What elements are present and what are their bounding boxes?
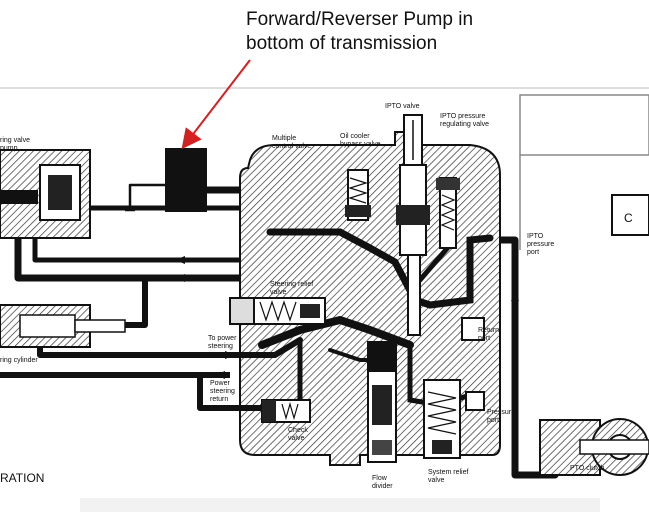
label-pressure-port-1: Pressure [487, 409, 515, 416]
label-oil-cooler-1: Oil cooler [340, 133, 370, 140]
callout-arrow [181, 59, 251, 150]
flow-divider-valve [367, 341, 397, 463]
label-check-valve-1: Check [288, 427, 308, 434]
label-steering-valve-1: ring valve [0, 137, 30, 144]
label-ipto-port-1: IPTO [527, 233, 544, 240]
label-ps-return-3: return [210, 396, 228, 403]
label-pressure-port-2: port [487, 417, 499, 424]
pressure-port-fitting [465, 391, 485, 411]
label-return-port-1: Return [478, 327, 499, 334]
label-ipto-valve: IPTO valve [385, 103, 420, 110]
label-flow-divider-1: Flow [372, 475, 388, 482]
label-ps-return-1: Power [210, 380, 231, 387]
label-ipto-port-3: port [527, 249, 539, 256]
pto-clutch [539, 418, 649, 476]
return-port-fitting [461, 317, 485, 341]
label-multiple-control-1: Multiple [272, 135, 296, 142]
label-steering-relief-2: valve [270, 289, 286, 296]
callout-line-2: bottom of transmission [246, 33, 438, 54]
right-frame-box [519, 94, 649, 156]
label-section-title: RATION [0, 471, 44, 485]
callout-line-1: Forward/Reverser Pump in [246, 9, 474, 30]
label-check-valve-2: valve [288, 435, 304, 442]
system-relief-valve [423, 379, 461, 459]
steering-valve-pump [0, 149, 91, 239]
label-system-relief-1: System relief [428, 469, 469, 476]
label-ipto-port-2: pressure [527, 241, 554, 248]
label-to-power-steering-1: To power [208, 335, 237, 342]
label-to-power-steering-2: steering [208, 343, 233, 350]
pump-callout: Forward/Reverser Pump in bottom of trans… [246, 8, 473, 56]
label-ipto-regulating-2: regulating valve [440, 121, 489, 128]
steering-relief-valve [229, 297, 326, 325]
ipto-valve-spool [396, 114, 430, 336]
label-steering-cylinder: ring cylinder [0, 357, 38, 364]
label-flow-divider-2: divider [372, 483, 393, 490]
label-ps-return-2: steering [210, 388, 235, 395]
scan-artifact [80, 498, 600, 512]
check-valve [261, 399, 311, 423]
ipto-pressure-regulating-valve [436, 177, 460, 249]
label-system-relief-2: valve [428, 477, 444, 484]
label-ipto-regulating-1: IPTO pressure [440, 113, 485, 120]
label-pto-clutch: PTO clutch [570, 465, 605, 472]
label-oil-cooler-2: bypass valve [340, 141, 381, 148]
label-return-port-2: port [478, 335, 490, 342]
oil-cooler-bypass-valve [345, 169, 371, 221]
forward-reverser-pump [165, 148, 207, 212]
steering-cylinder [0, 304, 126, 348]
label-steering-valve-2: pump [0, 145, 18, 152]
label-multiple-control-2: control valve [272, 143, 311, 150]
label-steering-relief-1: Steering relief [270, 281, 313, 288]
side-box-label: C [624, 211, 633, 225]
side-box-c [611, 194, 649, 236]
